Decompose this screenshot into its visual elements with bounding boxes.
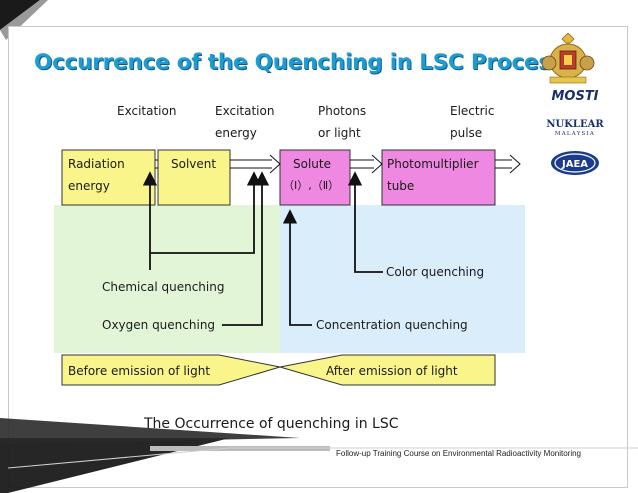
jaea-logo-text: JAEA — [561, 159, 588, 170]
oxygen-quenching-line — [222, 171, 270, 326]
before-emission-label: Before emission of light — [68, 364, 210, 378]
oxygen-quenching-label: Oxygen quenching — [102, 318, 215, 332]
pmt-box-label-2: tube — [387, 179, 414, 193]
label-excitation-energy-2: energy — [215, 126, 257, 140]
radiation-energy-box — [61, 149, 156, 206]
slide-footer: Follow-up Training Course on Environment… — [336, 449, 582, 458]
solute-box-label-1: Solute — [293, 157, 331, 171]
label-electric-2: pulse — [450, 126, 482, 140]
solvent-box — [157, 149, 231, 206]
photomultiplier-box — [381, 149, 496, 206]
nuklear-logo: NUKLEAR MALAYSIA — [546, 116, 604, 138]
flow-arrow-1 — [155, 159, 158, 169]
label-electric-1: Electric — [450, 104, 494, 118]
mosti-logo: MOSTI — [548, 86, 602, 104]
pmt-box-label-1: Photomultiplier — [387, 157, 479, 171]
label-photons-1: Photons — [318, 104, 366, 118]
quenching-diagram: Excitation Excitation energy Photons or … — [54, 93, 525, 438]
solute-box — [279, 149, 351, 206]
nuklear-logo-subtext: MALAYSIA — [555, 131, 595, 137]
mosti-logo-text: MOSTI — [551, 89, 598, 104]
flow-arrow-2 — [230, 154, 281, 174]
before-emission-banner — [61, 354, 281, 386]
coat-of-arms-logo — [540, 32, 596, 85]
flow-arrow-4 — [495, 154, 521, 174]
after-emission-label: After emission of light — [326, 364, 458, 378]
chemical-quenching-line — [142, 171, 262, 270]
solute-box-label-2: （Ⅰ）,（Ⅱ） — [283, 179, 339, 192]
bottom-swoosh-decoration — [0, 418, 638, 493]
color-quenching-line — [347, 171, 383, 273]
label-excitation-energy-1: Excitation — [215, 104, 274, 118]
solvent-box-label: Solvent — [171, 157, 216, 171]
after-emission-zone — [280, 205, 525, 353]
before-emission-zone — [54, 205, 280, 353]
radiation-box-label-1: Radiation — [68, 157, 125, 171]
after-emission-banner — [279, 354, 496, 386]
coat-of-arms-icon — [541, 32, 595, 84]
diagram-caption: The Occurrence of quenching in LSC — [143, 416, 399, 432]
nuklear-logo-text: NUKLEAR — [546, 119, 604, 130]
label-photons-2: or light — [318, 126, 361, 140]
slide-title: Occurrence of the Quenching in LSC Proce… — [34, 50, 564, 75]
radiation-box-label-2: energy — [68, 179, 110, 193]
concentration-quenching-label: Concentration quenching — [316, 318, 468, 332]
color-quenching-label: Color quenching — [386, 265, 484, 279]
label-excitation: Excitation — [117, 104, 176, 118]
concentration-quenching-line — [282, 209, 312, 326]
chemical-quenching-label: Chemical quenching — [102, 280, 224, 294]
jaea-logo: JAEA — [549, 150, 601, 176]
flow-arrow-3 — [350, 154, 383, 174]
